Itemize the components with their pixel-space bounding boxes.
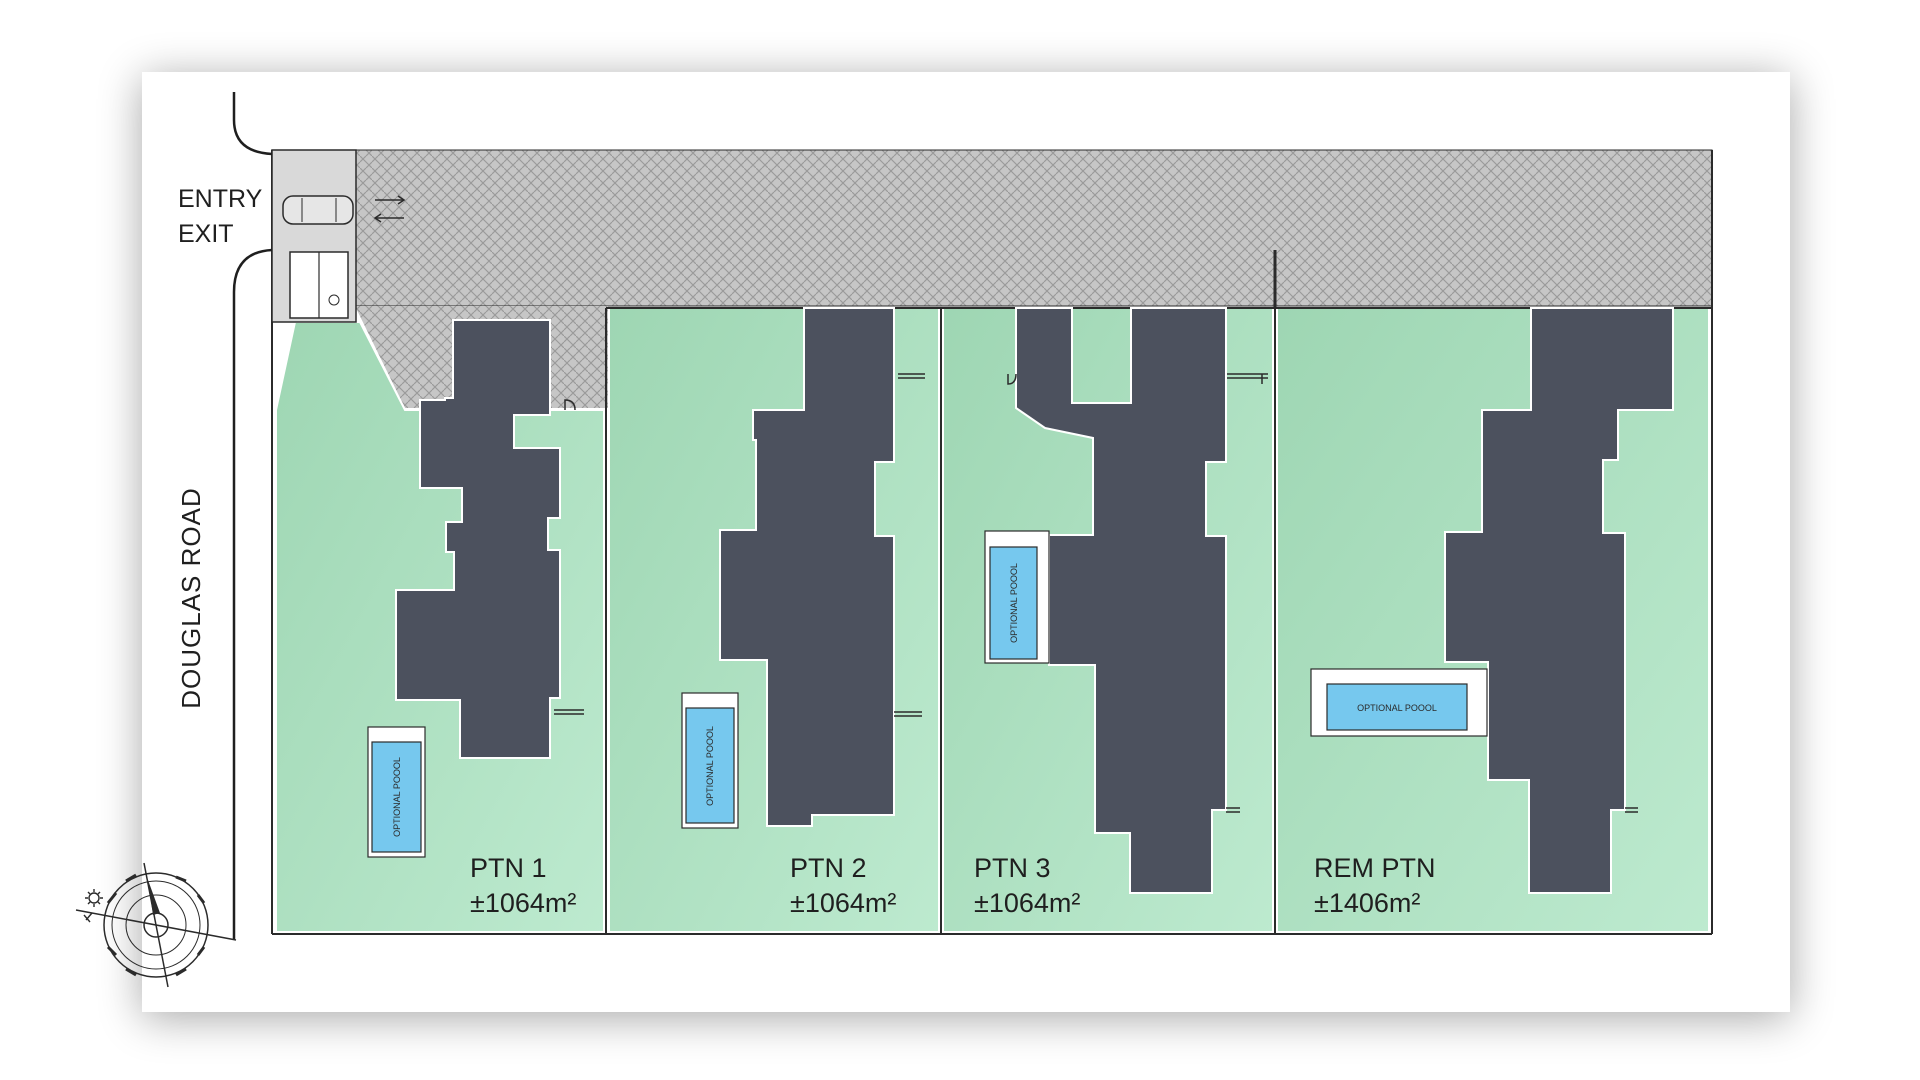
pool-label: OPTIONAL POOOL <box>392 757 402 837</box>
paved-driveway <box>271 149 1713 307</box>
portion-labels: PTN 1 ±1064m² PTN 2 ±1064m² PTN 3 ±1064m… <box>470 853 1436 918</box>
traffic-arrows-icon <box>373 195 406 223</box>
pool-label: OPTIONAL POOOL <box>1009 563 1019 643</box>
portion-label-ptn-3: PTN 3 <box>974 853 1051 883</box>
pools: OPTIONAL POOOL OPTIONAL POOOL OPTIONAL P… <box>367 530 1488 858</box>
gatehouse-icon <box>271 149 357 323</box>
lot-boundaries <box>271 150 1713 935</box>
portion-area-ptn-1: ±1064m² <box>470 888 576 918</box>
boundary-gates <box>554 250 1638 813</box>
portion-area-ptn-3: ±1064m² <box>974 888 1080 918</box>
building-rem-ptn <box>1444 307 1674 894</box>
road-edge <box>232 92 273 940</box>
pool-rem-ptn: OPTIONAL POOOL <box>1310 668 1488 737</box>
portion-area-rem-ptn: ±1406m² <box>1314 888 1420 918</box>
portion-label-ptn-1: PTN 1 <box>470 853 547 883</box>
pool-ptn-3: OPTIONAL POOOL <box>984 530 1050 664</box>
buildings <box>395 307 1674 894</box>
pool-label: OPTIONAL POOOL <box>705 726 715 806</box>
portion-area-ptn-2: ±1064m² <box>790 888 896 918</box>
car-icon <box>282 195 354 225</box>
pool-ptn-2: OPTIONAL POOOL <box>681 692 739 829</box>
entry-label: ENTRY <box>178 185 263 213</box>
pool-label: OPTIONAL POOOL <box>1357 703 1437 713</box>
building-ptn-1 <box>395 319 561 759</box>
portion-label-ptn-2: PTN 2 <box>790 853 867 883</box>
building-ptn-3 <box>1015 307 1227 894</box>
building-ptn-2 <box>719 307 895 827</box>
road-label: DOUGLAS ROAD <box>176 487 206 709</box>
portion-label-rem-ptn: REM PTN <box>1314 853 1436 883</box>
pool-ptn-1: OPTIONAL POOOL <box>367 726 426 858</box>
compass-rose-icon <box>75 862 237 988</box>
exit-label: EXIT <box>178 220 234 248</box>
